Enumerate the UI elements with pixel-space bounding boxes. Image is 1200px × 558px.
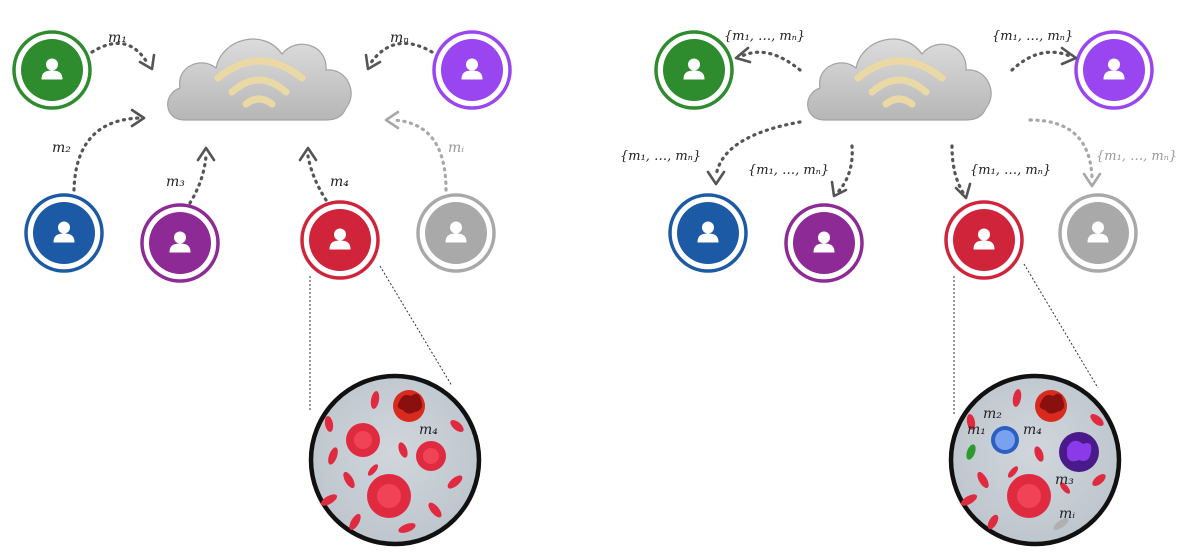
zoom-label-mi: mᵢ [1059, 506, 1075, 522]
grey-cell [1053, 518, 1069, 530]
user-violet-right [1074, 30, 1154, 110]
label-m3: m₃ [166, 174, 185, 190]
label-set-purple: {m₁, …, mₙ} [748, 163, 829, 178]
user-blue-left [24, 193, 104, 273]
label-set-red: {m₁, …, mₙ} [970, 163, 1051, 178]
user-violet-left [432, 30, 512, 110]
arrow-to-violet-right [1010, 46, 1078, 72]
zoom-line [379, 265, 453, 387]
zoom-label-m3: m₃ [1055, 472, 1074, 488]
user-blue-right [668, 193, 748, 273]
zoom-label-m4: m₄ [1023, 422, 1042, 438]
zoom-label-m1: m₁ [967, 422, 986, 438]
right-panel: {m₁, …, mₙ} {m₁, …, mₙ} {m₁, …, mₙ} {m₁,… [620, 29, 1177, 547]
label-m1: m₁ [108, 30, 127, 46]
user-green-right [654, 30, 734, 110]
zoomed-cell-left: m₄ [308, 373, 482, 547]
label-m4: m₄ [330, 174, 349, 190]
arrow-mi-left [384, 110, 448, 192]
arrow-to-green-right [734, 46, 802, 72]
label-set-grey: {m₁, …, mₙ} [1096, 149, 1177, 164]
zoomed-cell-right: m₂ m₁ m₄ m₃ mᵢ [948, 373, 1122, 547]
user-purple-right [784, 203, 864, 283]
arrow-mn-left [364, 41, 434, 71]
cloud-server-left [168, 39, 351, 120]
arrow-m2-left [72, 108, 146, 192]
user-purple-left [140, 203, 220, 283]
user-grey-left [416, 193, 496, 273]
arrow-m1-left [90, 41, 156, 71]
user-red-right [944, 200, 1024, 280]
user-red-left [300, 200, 380, 280]
arrow-to-grey-right [1028, 118, 1102, 188]
label-set-green: {m₁, …, mₙ} [724, 29, 805, 44]
arrow-m3-left [188, 146, 216, 205]
label-mn: mₙ [390, 30, 409, 46]
arrow-to-red-right [950, 144, 972, 200]
label-mi: mᵢ [448, 140, 464, 156]
zoom-label-m2: m₂ [983, 406, 1002, 422]
green-cell [966, 444, 976, 460]
arrow-to-purple-right [830, 144, 854, 198]
user-green-left [12, 30, 92, 110]
user-grey-right [1058, 193, 1138, 273]
left-panel: m₁ mₙ m₂ m₃ m₄ mᵢ [12, 30, 512, 547]
cloud-server-right [808, 39, 991, 120]
arrow-to-blue-right [706, 120, 802, 186]
label-set-blue: {m₁, …, mₙ} [620, 149, 701, 164]
label-m2: m₂ [52, 140, 71, 156]
zoom-line [1023, 263, 1099, 389]
label-set-violet: {m₁, …, mₙ} [992, 29, 1073, 44]
zoom-label-m4: m₄ [419, 422, 438, 438]
arrow-m4-left [298, 146, 328, 202]
